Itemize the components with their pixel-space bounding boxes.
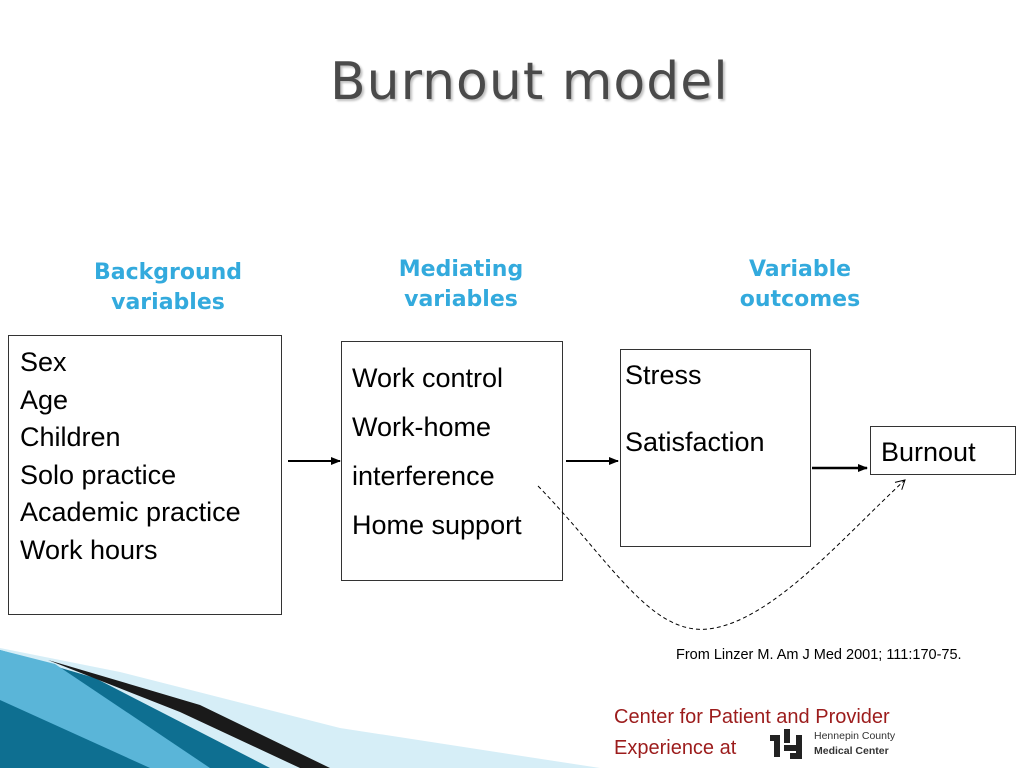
heading-outcomes-line2: outcomes bbox=[739, 287, 861, 312]
background-item: Sex bbox=[20, 347, 67, 377]
hennepin-county-logo: Hennepin County Medical Center bbox=[768, 727, 898, 765]
outcome-item: Stress bbox=[625, 360, 702, 390]
center-credit-line1: Center for Patient and Provider bbox=[614, 706, 890, 728]
dashed-arrow-mediating-to-burnout bbox=[537, 479, 906, 630]
burnout-box: Burnout bbox=[870, 426, 1016, 475]
heading-background-line1: Background bbox=[93, 260, 243, 285]
center-credit: Center for Patient and Provider Experien… bbox=[614, 702, 954, 764]
mediating-item: interference bbox=[352, 461, 495, 491]
citation: From Linzer M. Am J Med 2001; 111:170-75… bbox=[676, 647, 962, 663]
page-title: Burnout model bbox=[330, 52, 729, 112]
center-credit-line2: Experience at bbox=[614, 737, 737, 759]
hcmc-mark-icon bbox=[770, 729, 802, 759]
logo-line1: Hennepin County bbox=[814, 730, 896, 742]
background-item: Children bbox=[20, 422, 121, 453]
background-item: Work hours bbox=[20, 534, 158, 565]
mediating-item: Work control bbox=[352, 363, 504, 393]
mediating-item: Home support bbox=[352, 510, 522, 540]
background-variables-box: Sex Age Children Solo practice Academic … bbox=[8, 335, 282, 615]
heading-mediating-line1: Mediating bbox=[398, 257, 524, 282]
heading-variable-outcomes: Variable outcomes bbox=[710, 255, 890, 315]
outcome-item: Satisfaction bbox=[625, 427, 765, 457]
heading-background-variables: Background variables bbox=[78, 258, 258, 318]
background-item: Age bbox=[20, 384, 69, 415]
heading-outcomes-line1: Variable bbox=[748, 257, 852, 282]
heading-mediating-variables: Mediating variables bbox=[371, 255, 551, 315]
background-item: Solo practice bbox=[20, 459, 177, 490]
logo-line2: Medical Center bbox=[814, 745, 889, 757]
heading-background-line2: variables bbox=[111, 290, 225, 315]
variable-outcomes-box: Stress Satisfaction bbox=[620, 349, 811, 547]
mediating-variables-box: Work control Work-home interference Home… bbox=[341, 341, 563, 581]
mediating-item: Work-home bbox=[352, 412, 492, 442]
background-item: Academic practice bbox=[20, 497, 241, 528]
burnout-label: Burnout bbox=[881, 437, 976, 467]
heading-mediating-line2: variables bbox=[404, 287, 518, 312]
